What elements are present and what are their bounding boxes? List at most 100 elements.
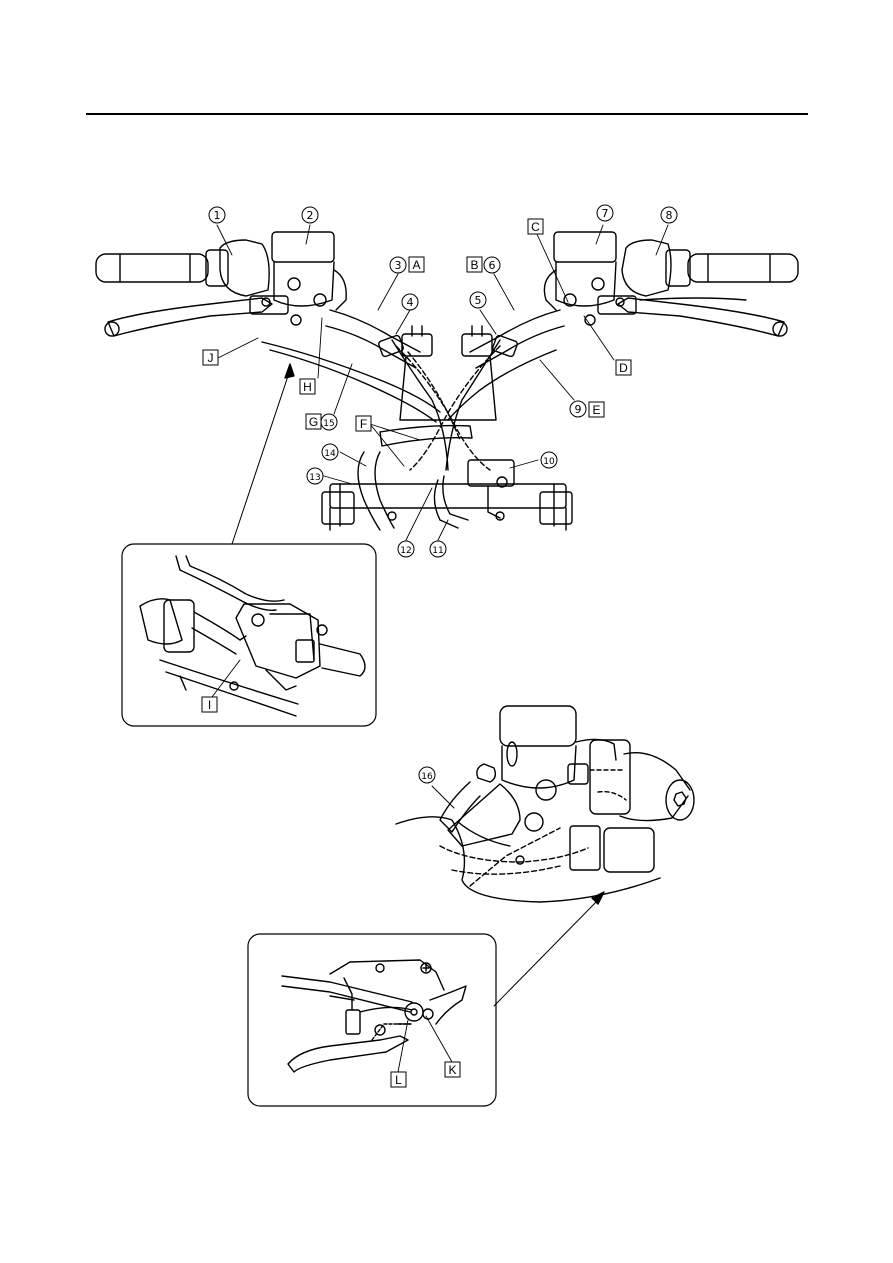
callout-10: 10	[540, 451, 558, 469]
svg-text:J: J	[208, 351, 214, 365]
handlebar-holder-upper	[378, 325, 518, 358]
label-J: J	[202, 349, 219, 366]
label-B: B	[466, 256, 483, 273]
svg-text:8: 8	[666, 209, 673, 222]
callout-15: 15	[320, 413, 338, 431]
svg-text:I: I	[208, 698, 211, 712]
label-E: E	[588, 401, 605, 418]
svg-text:10: 10	[543, 457, 555, 467]
callout-13: 13	[306, 467, 324, 485]
inset-panel-2	[247, 933, 497, 1107]
svg-text:9: 9	[575, 403, 582, 416]
cable-band	[379, 424, 473, 447]
left-bar-lower	[325, 325, 417, 369]
svg-text:7: 7	[602, 207, 609, 220]
svg-text:14: 14	[324, 449, 336, 459]
left-lever-tip	[104, 321, 120, 337]
label-D: D	[615, 359, 632, 376]
left-cable-run-2	[269, 349, 437, 423]
leader-L	[397, 1019, 409, 1073]
callout-14: 14	[321, 443, 339, 461]
svg-text:11: 11	[432, 546, 443, 556]
inset2-arrow-line	[493, 897, 601, 1007]
inset-2-illustration	[281, 959, 467, 1073]
bracket-bolt-left	[387, 511, 397, 521]
wire-harness-2	[374, 451, 395, 529]
leader-K	[425, 1015, 453, 1063]
callout-6: 6	[483, 256, 501, 274]
right-grip-illustration	[665, 249, 799, 287]
inset-arrow-head	[284, 363, 295, 379]
leader-lines-main	[216, 224, 669, 541]
svg-text:B: B	[470, 258, 478, 272]
hose-end-2	[442, 475, 469, 521]
right-cable-run	[447, 349, 557, 421]
callout-16: 16	[418, 766, 436, 784]
header-rule	[86, 113, 808, 115]
callout-12: 12	[397, 540, 415, 558]
callout-11: 11	[429, 540, 447, 558]
lower-bracket	[321, 483, 573, 531]
svg-text:K: K	[448, 1063, 456, 1077]
leader-16	[431, 785, 455, 809]
bracket-bolt-right	[495, 511, 505, 521]
right-bar-lower	[475, 325, 565, 369]
svg-text:4: 4	[407, 296, 414, 309]
svg-text:C: C	[531, 220, 540, 234]
callout-2: 2	[301, 206, 319, 224]
left-hose-fitting	[249, 293, 327, 326]
svg-text:G: G	[309, 415, 318, 429]
callout-4: 4	[401, 293, 419, 311]
label-G: G	[305, 413, 322, 430]
left-brake-lever	[107, 297, 273, 337]
left-bar-upper	[329, 309, 421, 353]
svg-text:2: 2	[307, 209, 314, 222]
label-F: F	[355, 415, 372, 432]
left-cable-run	[261, 341, 441, 413]
closeup-illustration	[395, 705, 695, 903]
hose-end	[433, 479, 459, 529]
svg-text:A: A	[412, 258, 420, 272]
svg-text:6: 6	[489, 259, 496, 272]
callout-7: 7	[596, 204, 614, 222]
callout-9: 9	[569, 400, 587, 418]
steering-stem	[399, 355, 497, 421]
leader-I	[211, 659, 241, 698]
svg-text:3: 3	[395, 259, 402, 272]
hose-clamp	[467, 459, 515, 519]
label-K: K	[444, 1061, 461, 1078]
svg-text:16: 16	[421, 772, 433, 782]
callout-3: 3	[389, 256, 407, 274]
svg-text:E: E	[592, 403, 600, 417]
left-master-cylinder	[271, 231, 347, 311]
left-switch-housing	[219, 239, 270, 297]
svg-text:H: H	[303, 380, 312, 394]
label-L: L	[390, 1071, 407, 1088]
right-brake-lever	[617, 297, 785, 337]
label-C: C	[527, 218, 544, 235]
label-H: H	[299, 378, 316, 395]
svg-text:D: D	[619, 361, 628, 375]
callout-1: 1	[208, 206, 226, 224]
svg-text:L: L	[395, 1073, 402, 1087]
callout-8: 8	[660, 206, 678, 224]
inset-1-illustration	[139, 555, 366, 717]
left-brake-hose	[391, 339, 449, 471]
wire-harness	[357, 451, 381, 531]
inset-arrow-line	[231, 369, 291, 545]
callout-5: 5	[469, 291, 487, 309]
label-I: I	[201, 696, 218, 713]
svg-text:12: 12	[400, 546, 411, 556]
right-lever-tip	[772, 321, 788, 337]
label-A: A	[408, 256, 425, 273]
left-grip-illustration	[95, 249, 229, 287]
inset2-arrow-head	[591, 891, 605, 905]
inset-panel-1	[121, 543, 377, 727]
svg-text:5: 5	[475, 294, 482, 307]
svg-text:1: 1	[214, 209, 221, 222]
svg-text:F: F	[360, 417, 367, 431]
right-brake-hose	[445, 339, 501, 471]
right-clutch-cable	[639, 297, 747, 301]
svg-text:15: 15	[323, 419, 334, 429]
